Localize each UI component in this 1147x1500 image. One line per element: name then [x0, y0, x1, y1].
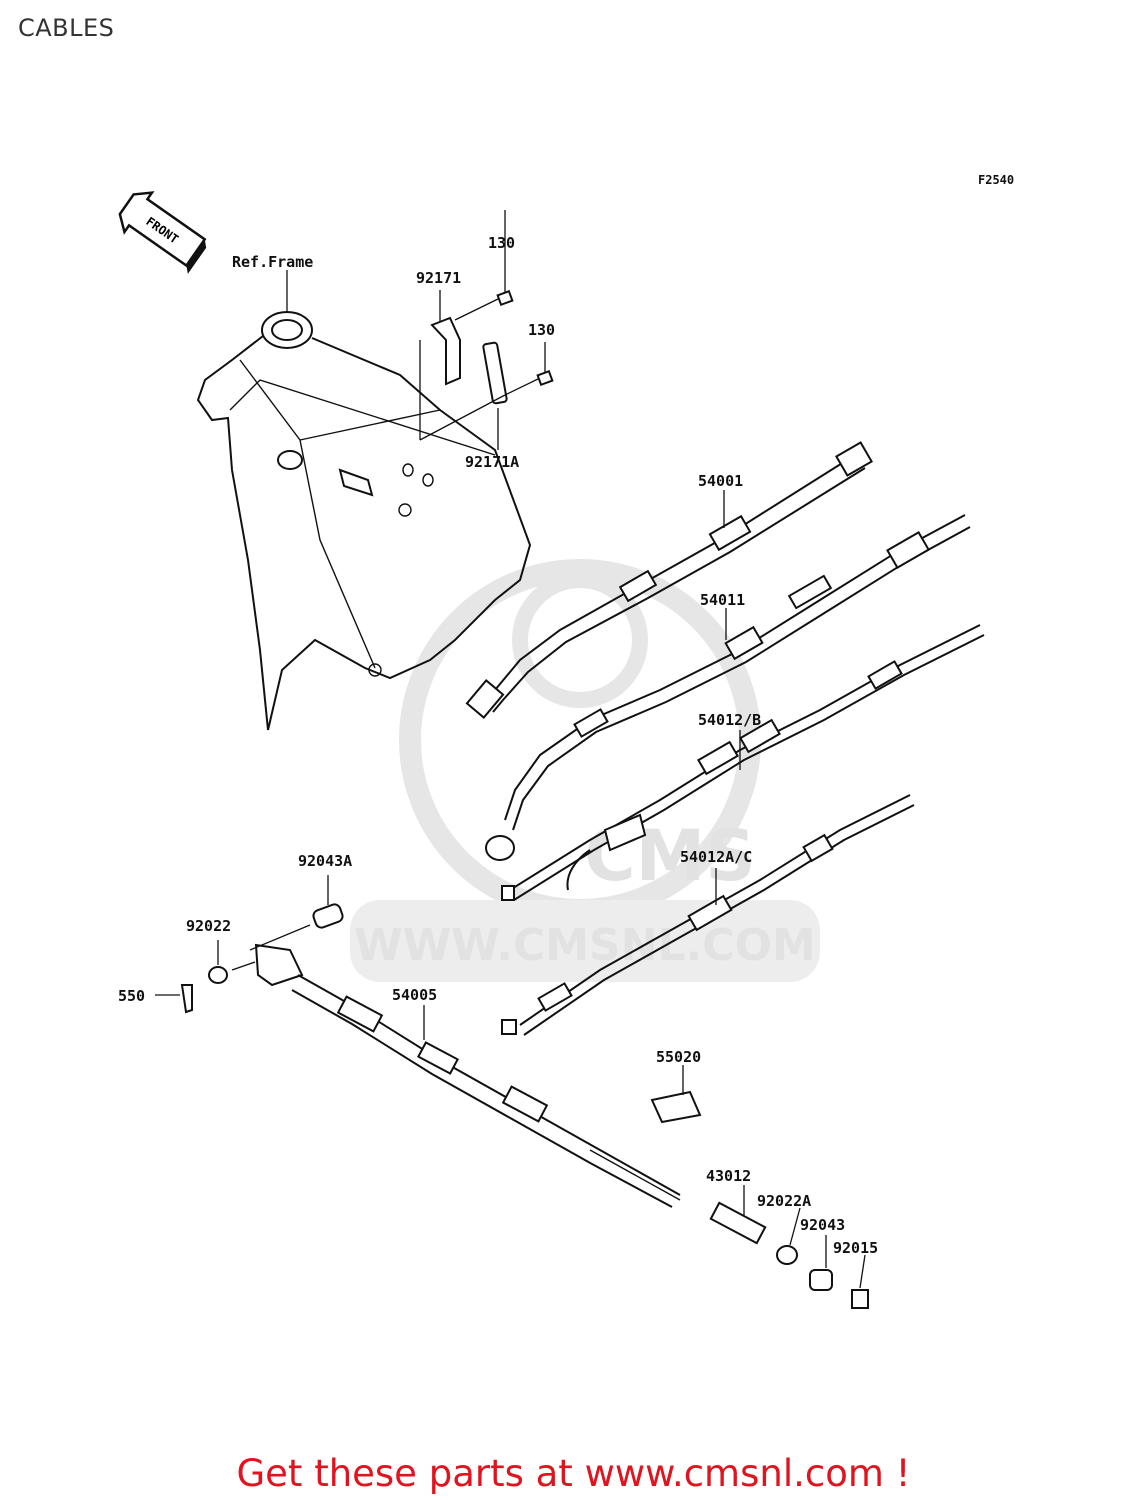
parts-diagram: WWW.CMSNL.COM CMS F2540 FRONT Ref.Frame [118, 173, 1014, 1309]
callout-92043: 92043 [800, 1216, 845, 1234]
callout-92022: 92022 [186, 917, 231, 935]
cable-protector: 55020 [650, 1048, 702, 1124]
adjuster-hardware: 43012 92022A 92043 92015 [706, 1167, 878, 1309]
callout-54012ac: 54012A/C [680, 848, 752, 866]
watermark-url: WWW.CMSNL.COM [354, 920, 816, 971]
page-title: CABLES [18, 14, 115, 42]
throttle-cable-b: 54012/B [501, 624, 985, 901]
callout-55020: 55020 [656, 1048, 701, 1066]
cable-brackets: 130 92171 130 92171A [416, 210, 555, 471]
callout-92015: 92015 [833, 1239, 878, 1257]
frame-part: Ref.Frame [196, 253, 532, 731]
callout-92171a: 92171A [465, 453, 519, 471]
callout-54012b: 54012/B [698, 711, 761, 729]
callout-130-a: 130 [488, 234, 515, 252]
callout-54001: 54001 [698, 472, 743, 490]
callout-550: 550 [118, 987, 145, 1005]
speedometer-cable: 54001 [465, 441, 873, 719]
callout-54005: 54005 [392, 986, 437, 1004]
callout-43012: 43012 [706, 1167, 751, 1185]
clutch-cable: 92043A 92022 550 54005 [118, 852, 681, 1208]
callout-54011: 54011 [700, 591, 745, 609]
figure-code: F2540 [978, 173, 1014, 187]
callout-130-b: 130 [528, 321, 555, 339]
callout-92171: 92171 [416, 269, 461, 287]
front-arrow-icon: FRONT [118, 191, 207, 274]
tachometer-cable: 54011 [485, 514, 971, 861]
callout-ref-frame: Ref.Frame [232, 253, 313, 271]
callout-92043a: 92043A [298, 852, 352, 870]
throttle-cable-ac: 54012A/C [501, 794, 915, 1036]
callout-92022a: 92022A [757, 1192, 811, 1210]
footer-shop-link[interactable]: Get these parts at www.cmsnl.com ! [236, 1452, 911, 1495]
